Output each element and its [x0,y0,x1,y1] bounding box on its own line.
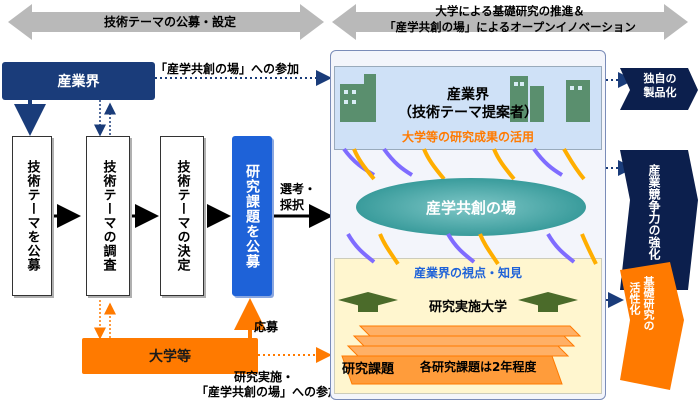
right-industry-title-1: 産業界 [447,87,489,103]
research-univ-label: 研究実施大学 [428,300,507,315]
out-compete: 産業競争力の強化 [647,164,661,260]
out-product-2: 製品化 [643,86,677,99]
right-banner-arrow [332,4,688,40]
right-banner-title-1: 大学による基礎研究の推進＆ [435,4,585,18]
research-topic-stack [341,325,582,385]
step-box-recruit-projects: 研究課題を公募 [232,136,272,296]
right-banner-title-2: 「産学共創の場」によるオープンイノベーション [384,20,636,34]
selection-label-2: 採択 [280,198,305,212]
product-badge [620,68,698,110]
apply-label: 応募 [254,320,279,334]
university-label: 大学等 [149,349,191,365]
bottom-note-1: 研究実施・ [234,370,295,384]
cocreation-label: 産学共創の場 [425,198,516,217]
industry-proposer-box [334,66,602,150]
viewpoint-label: 産業界の視点・知見 [413,266,522,280]
compete-badge [620,150,698,290]
out-product-1: 独自の [643,72,677,85]
activation-badge [620,262,684,390]
research-topic-label: 研究課題 [342,362,395,377]
step-recruit-projects-text: 研究課題を公募 [244,163,260,269]
graduation-caps [338,292,578,312]
cocreation-ellipse: 産学共創の場 [356,178,586,236]
step-box-survey-themes: 技術テーマの調査 [86,136,130,296]
selection-label-1: 選考・ [280,182,317,196]
outcome-badges [620,68,698,390]
lower-curved-arrows [346,232,598,266]
step-survey-themes-text: 技術テーマの調査 [100,160,116,272]
step-box-recruit-themes: 技術テーマを公募 [12,136,52,296]
bottom-note-2: 「産学共創の場」への参加 [196,385,341,399]
utilization-label: 大学等の研究成果の活用 [401,130,534,144]
industry-box: 産業界 [2,62,155,100]
industry-label: 産業界 [57,74,100,90]
upper-curved-arrows [342,147,586,181]
out-activation-1: 基礎研究の [642,276,655,331]
right-industry-title-2: （技術テーマ提案者） [398,105,538,121]
top-banners [8,4,688,40]
university-box: 大学等 [82,338,258,374]
left-banner-arrow [8,4,324,40]
research-duration-label: 各研究課題は2年程度 [420,360,537,374]
step-recruit-themes-text: 技術テーマを公募 [24,160,40,272]
participation-label-top: 「産学共創の場」への参加 [155,62,300,76]
step-box-decide-themes: 技術テーマの決定 [160,136,204,296]
out-activation-2: 活性化 [628,282,641,315]
graduation-cap-icon [338,292,398,312]
step-decide-themes-text: 技術テーマの決定 [174,160,190,272]
building-icons [340,74,590,122]
left-banner-title: 技術テーマの公募・設定 [103,15,236,29]
